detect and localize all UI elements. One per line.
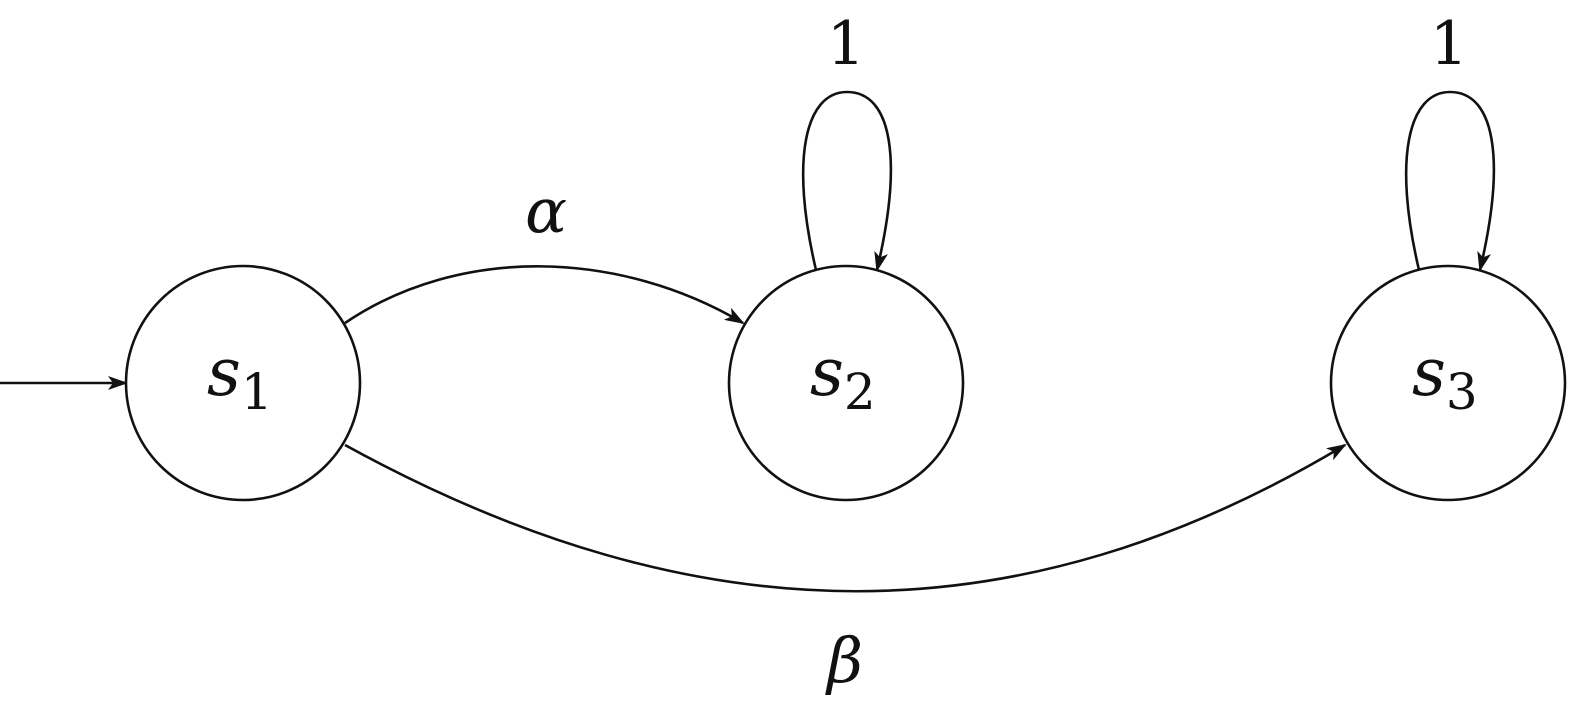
- state-s2: s2: [727, 264, 965, 502]
- state-name: s: [207, 334, 241, 411]
- label-beta: β: [825, 624, 863, 697]
- state-index: 1: [241, 363, 273, 421]
- svg-text:s3: s3: [1412, 334, 1478, 421]
- label-s3-loop: 1: [1430, 9, 1468, 79]
- label-s2-loop: 1: [827, 9, 865, 79]
- svg-text:s1: s1: [207, 334, 273, 421]
- state-s3: s3: [1329, 264, 1567, 502]
- edge-s1-s2: [344, 265, 745, 325]
- state-index: 3: [1446, 363, 1478, 421]
- edge-s3-self-loop: [1404, 90, 1496, 272]
- state-name: s: [810, 334, 844, 411]
- label-alpha: α: [525, 174, 567, 247]
- state-index: 2: [844, 363, 876, 421]
- state-circle: [727, 264, 965, 502]
- edge-s1-s3: [344, 443, 1347, 593]
- state-name: s: [1412, 334, 1446, 411]
- edge-s2-self-loop: [801, 90, 893, 272]
- state-circle: [124, 264, 362, 502]
- state-circle: [1329, 264, 1567, 502]
- svg-text:s2: s2: [810, 334, 876, 421]
- state-s1: s1: [124, 264, 362, 502]
